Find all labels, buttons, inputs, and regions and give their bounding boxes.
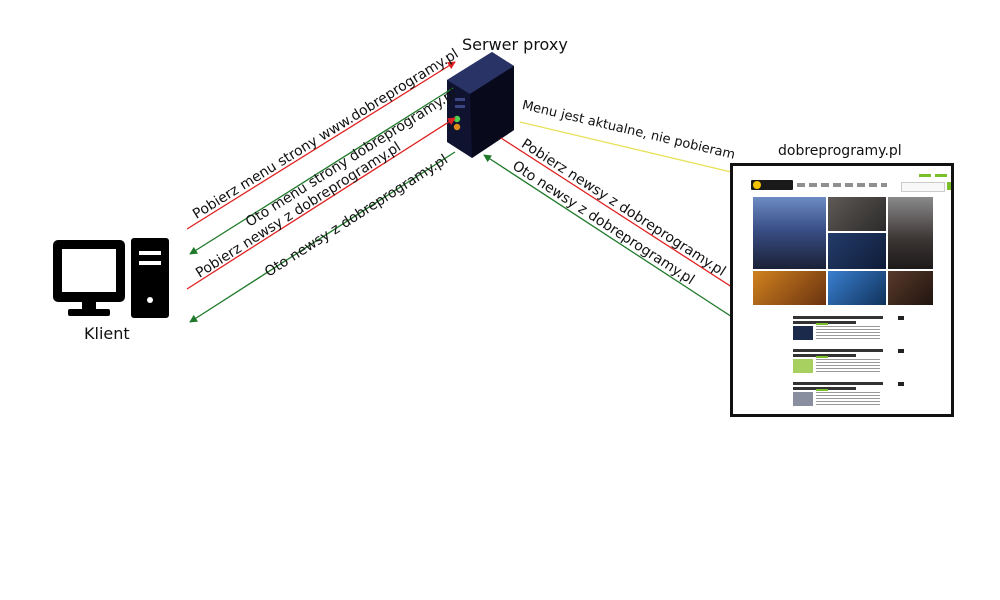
client-title: Klient — [84, 324, 130, 343]
site-search-box — [901, 182, 945, 192]
site-nav — [797, 183, 887, 187]
site-hero-tile-4 — [888, 197, 933, 269]
site-header — [751, 174, 951, 192]
site-hero-tile-1 — [753, 197, 826, 269]
site-article-3 — [793, 382, 904, 406]
site-article-2 — [793, 349, 904, 373]
site-top-links — [919, 174, 951, 177]
proxy-title: Serwer proxy — [462, 35, 568, 54]
arrow-resp-menu — [189, 87, 454, 255]
server-tower-icon — [447, 52, 514, 158]
desktop-computer-icon — [53, 238, 169, 318]
arrow-proxy-req-news — [500, 137, 753, 301]
site-hero-tile-2 — [828, 197, 886, 231]
site-hero-tile-6 — [828, 271, 886, 305]
website-title: dobreprogramy.pl — [778, 143, 902, 159]
arrow-cache-note — [519, 121, 766, 181]
site-search-button — [947, 182, 951, 190]
arrow-req-menu — [186, 61, 456, 230]
arrow-req-news — [186, 117, 456, 290]
site-hero-tile-5 — [753, 271, 826, 305]
arrow-resp-news — [189, 151, 456, 323]
site-hero-tile-7 — [888, 271, 933, 305]
website-screenshot-thumbnail — [730, 163, 954, 417]
site-logo — [751, 180, 793, 190]
arrow-proxy-resp-news — [483, 154, 753, 331]
site-hero-tile-3 — [828, 233, 886, 269]
site-article-1 — [793, 316, 904, 340]
